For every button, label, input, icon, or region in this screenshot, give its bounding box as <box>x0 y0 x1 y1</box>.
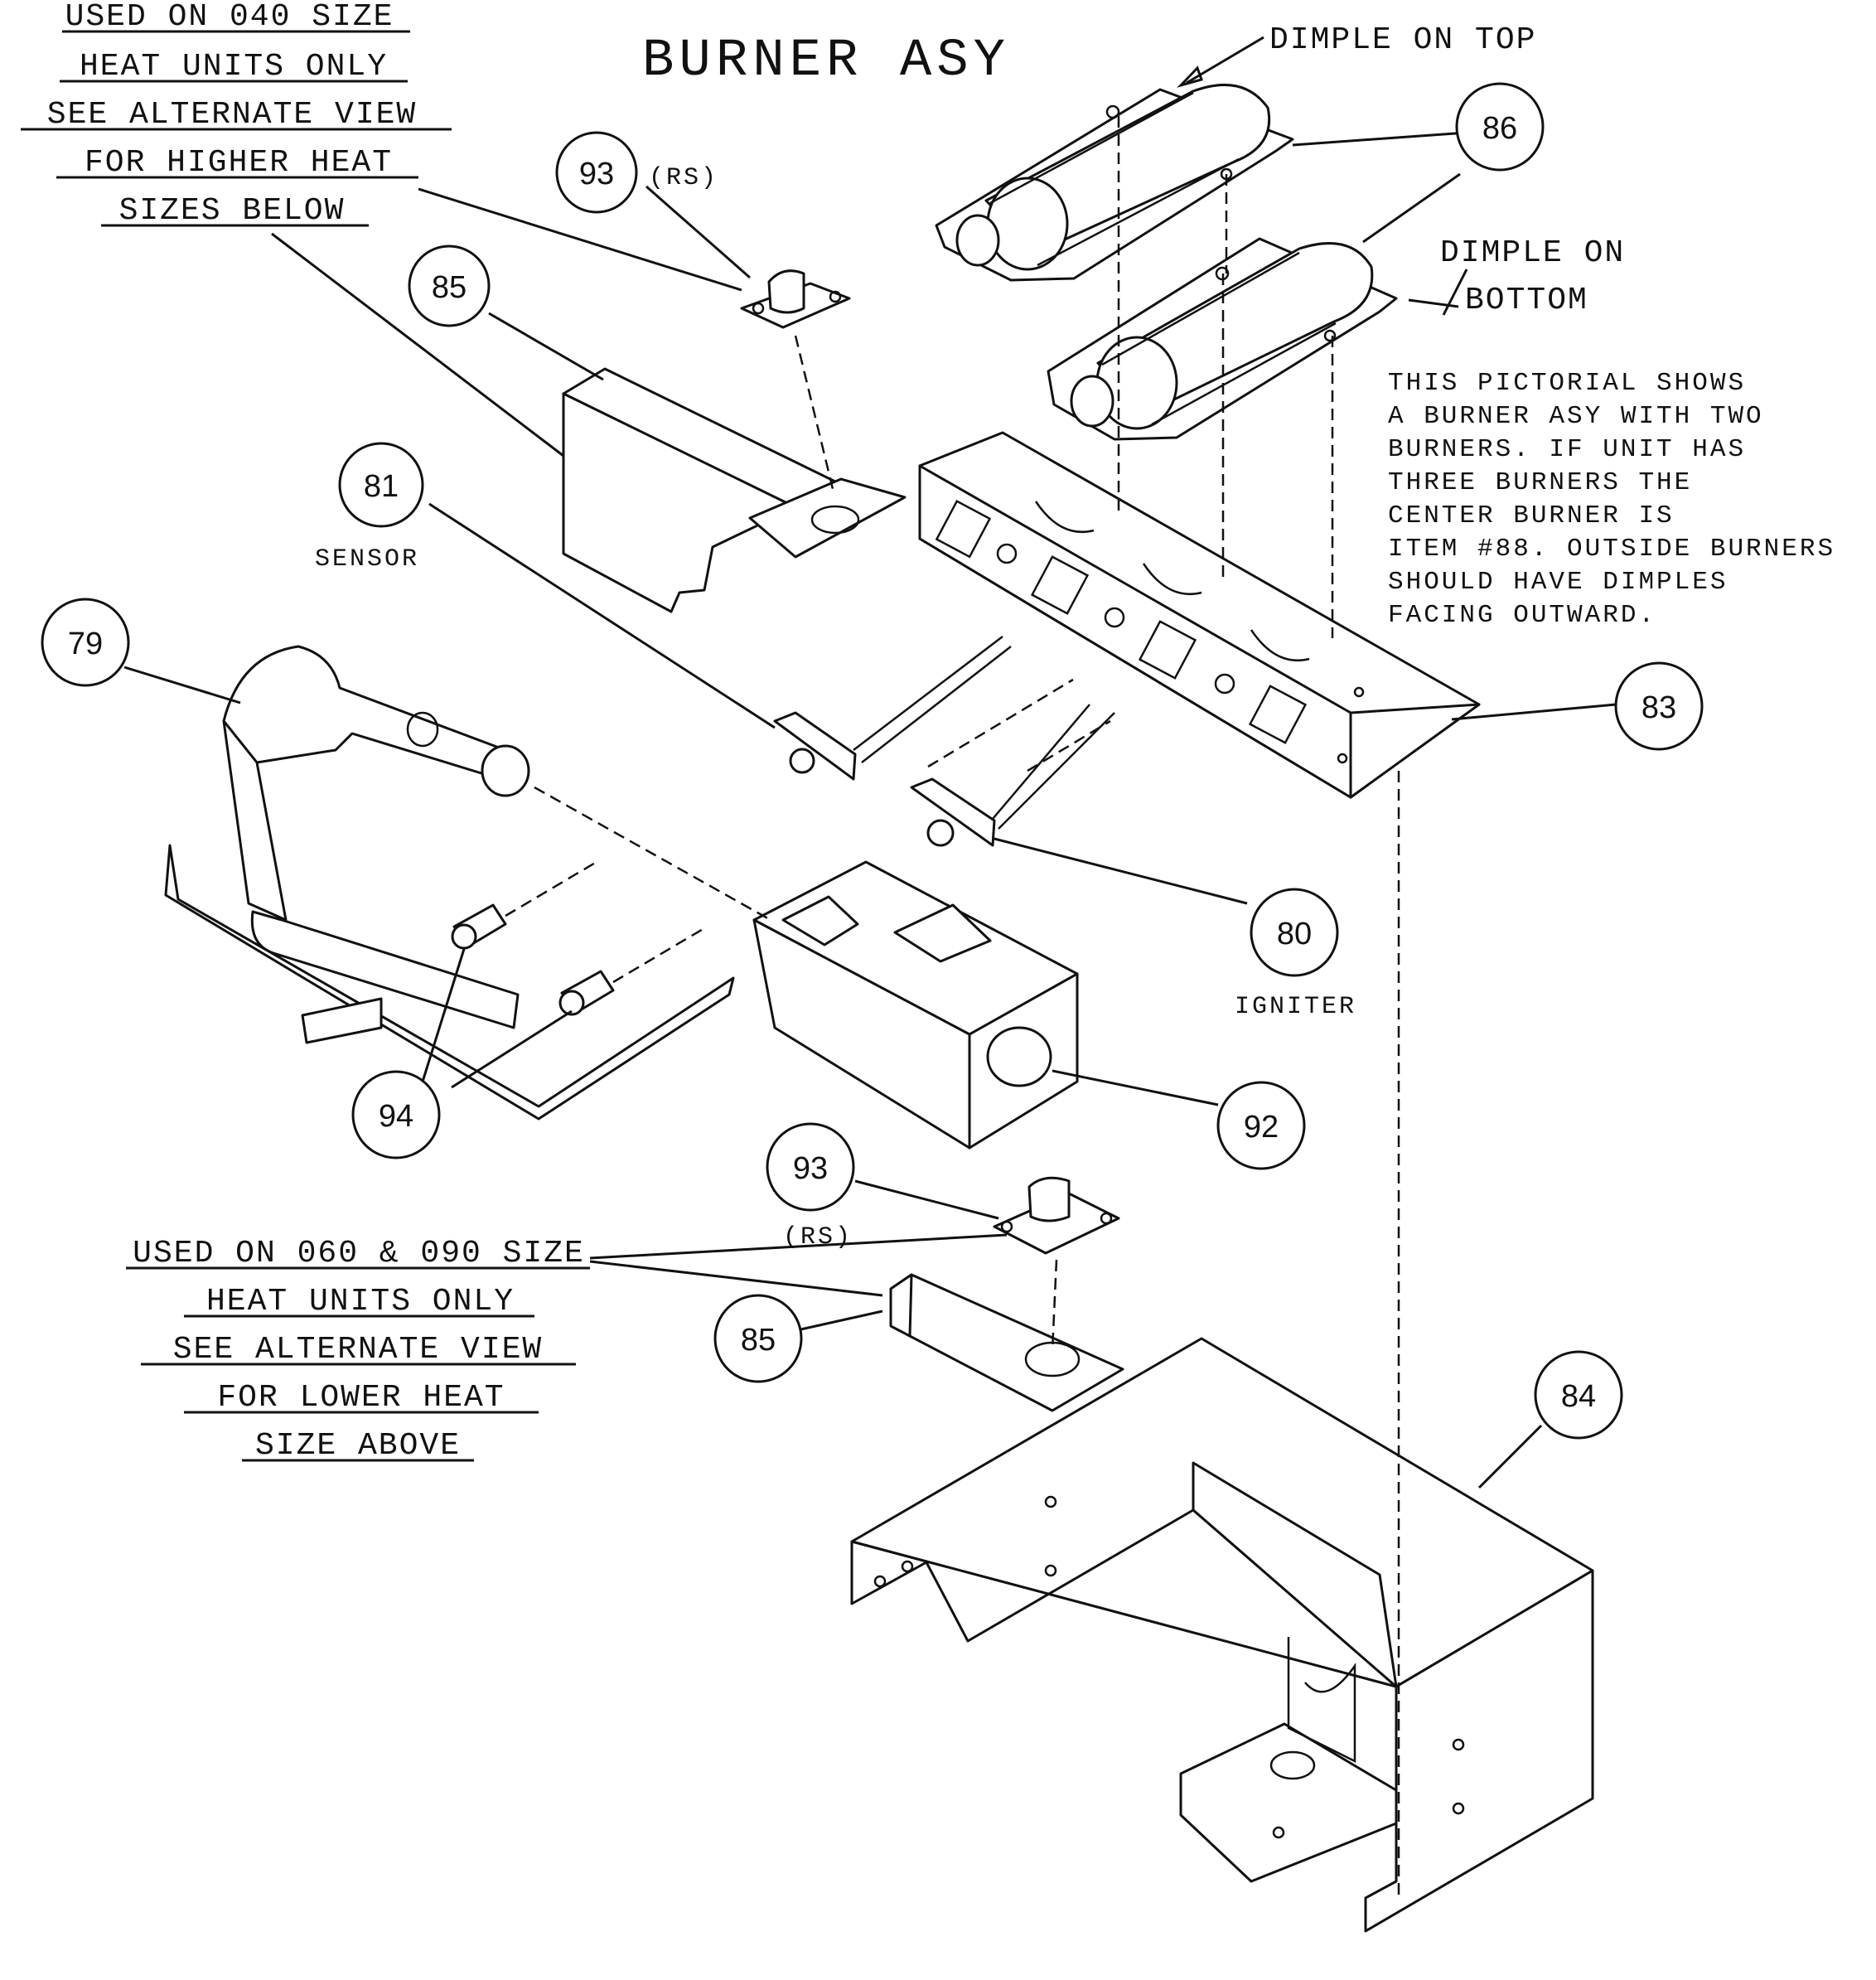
leader-lines <box>123 36 1617 1489</box>
svg-text:80: 80 <box>1277 917 1312 951</box>
callout-92: 92 <box>1216 1081 1306 1170</box>
callout-81: 81 <box>338 442 424 528</box>
alignment-lines <box>505 116 1400 1898</box>
callout-86: 86 <box>1455 82 1545 172</box>
burner-box <box>918 431 1481 799</box>
callout-85-lower: 85 <box>713 1294 803 1383</box>
note-060-line-4: FOR LOWER HEAT <box>217 1380 505 1416</box>
label-rs-top: (RS) <box>649 164 718 192</box>
svg-text:84: 84 <box>1561 1379 1596 1414</box>
svg-text:81: 81 <box>364 469 399 504</box>
note-pictorial-line-2: A BURNER ASY WITH TWO <box>1388 402 1764 431</box>
svg-text:93: 93 <box>793 1151 828 1186</box>
note-060-line-5: SIZE ABOVE <box>255 1428 461 1464</box>
svg-text:94: 94 <box>379 1099 413 1134</box>
manifold <box>164 645 735 1121</box>
callout-94: 94 <box>351 1070 441 1159</box>
label-sensor: SENSOR <box>315 545 419 574</box>
note-060-line-2: HEAT UNITS ONLY <box>206 1284 515 1319</box>
svg-text:86: 86 <box>1482 111 1517 146</box>
note-pictorial: THIS PICTORIAL SHOWS A BURNER ASY WITH T… <box>1388 369 1835 630</box>
burner-lower <box>1047 237 1398 441</box>
callout-80: 80 <box>1250 888 1339 977</box>
note-060-line-1: USED ON 060 & 090 SIZE <box>133 1236 585 1271</box>
svg-text:83: 83 <box>1642 690 1676 725</box>
burner-box-base <box>850 1337 1594 1933</box>
limit-switch-upper <box>740 269 851 329</box>
diagram-title: BURNER ASY <box>642 31 1010 91</box>
note-040-line-5: SIZES BELOW <box>119 193 346 229</box>
callout-93-upper: 93 <box>555 131 638 214</box>
note-040-line-1: USED ON 040 SIZE <box>65 0 394 35</box>
note-pictorial-line-5: CENTER BURNER IS <box>1388 501 1675 530</box>
svg-text:85: 85 <box>741 1323 776 1358</box>
callout-84: 84 <box>1534 1350 1623 1440</box>
burner-upper <box>935 83 1294 282</box>
note-060-090-size: USED ON 060 & 090 SIZE HEAT UNITS ONLY S… <box>126 1236 590 1464</box>
note-060-line-3: SEE ALTERNATE VIEW <box>173 1332 543 1368</box>
svg-text:79: 79 <box>68 627 103 661</box>
svg-text:93: 93 <box>579 157 614 191</box>
note-pictorial-line-8: FACING OUTWARD. <box>1388 601 1656 630</box>
orifices <box>451 903 615 1016</box>
callout-79: 79 <box>41 598 130 687</box>
note-pictorial-line-4: THREE BURNERS THE <box>1388 468 1692 497</box>
note-pictorial-line-7: SHOULD HAVE DIMPLES <box>1388 568 1728 597</box>
shield-upper <box>562 367 907 613</box>
gas-valve <box>752 860 1079 1150</box>
note-dimple-on-bottom-2: BOTTOM <box>1465 283 1588 318</box>
callout-85-upper: 85 <box>408 244 491 327</box>
limit-switch-lower <box>993 1176 1120 1255</box>
shield-lower <box>889 1273 1124 1412</box>
callout-93-lower: 93 <box>766 1122 855 1212</box>
note-040-line-4: FOR HIGHER HEAT <box>85 145 393 181</box>
note-040-size: USED ON 040 SIZE HEAT UNITS ONLY SEE ALT… <box>21 0 452 229</box>
note-dimple-on-bottom-1: DIMPLE ON <box>1440 235 1625 271</box>
note-040-line-2: HEAT UNITS ONLY <box>80 49 388 85</box>
label-igniter: IGNITER <box>1235 993 1356 1021</box>
svg-text:85: 85 <box>432 270 467 305</box>
hot-surface-igniter <box>910 704 1115 847</box>
note-040-line-3: SEE ALTERNATE VIEW <box>47 97 417 133</box>
flame-sensor <box>773 636 1012 781</box>
note-pictorial-line-3: BURNERS. IF UNIT HAS <box>1388 435 1746 464</box>
note-pictorial-line-6: ITEM #88. OUTSIDE BURNERS <box>1388 535 1835 564</box>
callout-83: 83 <box>1614 661 1704 751</box>
note-pictorial-line-1: THIS PICTORIAL SHOWS <box>1388 369 1746 398</box>
note-dimple-on-top: DIMPLE ON TOP <box>1269 22 1536 58</box>
svg-text:92: 92 <box>1244 1110 1279 1145</box>
